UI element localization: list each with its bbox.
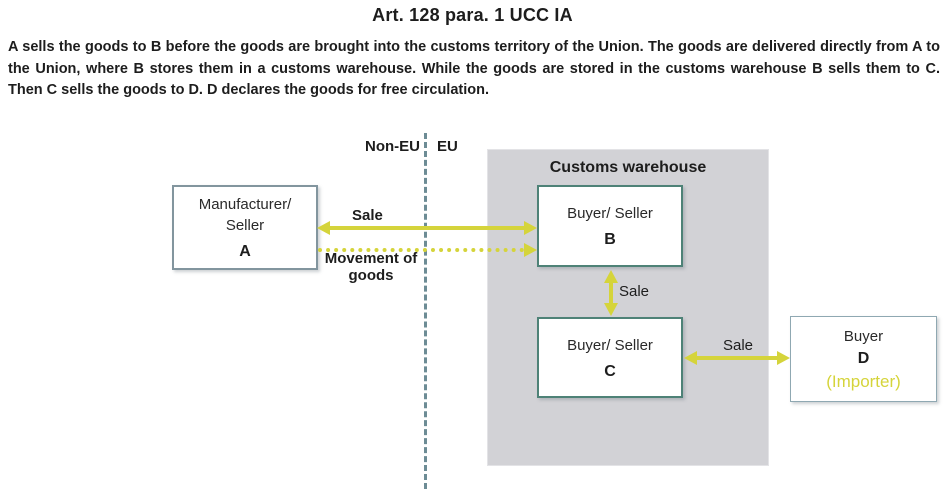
node-d-importer-note: (Importer)	[826, 372, 901, 391]
sale-ab-arrow-shaft	[329, 226, 525, 230]
customs-border-divider	[424, 133, 427, 489]
movement-arrowhead-right-icon	[524, 243, 537, 257]
page-title: Art. 128 para. 1 UCC IA	[372, 5, 573, 25]
sale-cd-arrow-label: Sale	[722, 337, 754, 354]
eu-region-label: EU	[437, 138, 458, 155]
sale-bc-arrowhead-up-icon	[604, 270, 618, 283]
node-d-letter: D	[857, 350, 870, 367]
node-buyer-d: Buyer D (Importer)	[790, 316, 937, 402]
sale-cd-arrowhead-left-icon	[684, 351, 697, 365]
movement-arrow-label: Movement of goods	[324, 250, 418, 284]
sale-bc-arrowhead-down-icon	[604, 303, 618, 316]
node-c-label: Buyer/ Seller	[567, 336, 653, 354]
sale-bc-arrow-shaft	[609, 282, 613, 304]
sale-ab-arrow-label: Sale	[352, 207, 383, 224]
scenario-description: A sells the goods to B before the goods …	[8, 39, 940, 98]
node-buyer-seller-c: Buyer/ Seller C	[537, 317, 683, 398]
node-a-letter: A	[239, 243, 251, 260]
sale-cd-arrowhead-right-icon	[777, 351, 790, 365]
node-d-label: Buyer	[843, 328, 884, 345]
node-b-letter: B	[604, 231, 616, 248]
sale-bc-arrow-label: Sale	[619, 283, 650, 300]
node-c-letter: C	[604, 362, 616, 380]
customs-warehouse-title: Customs warehouse	[549, 159, 707, 176]
node-a-label: Manufacturer/ Seller	[198, 196, 292, 234]
sale-ab-arrowhead-left-icon	[317, 221, 330, 235]
sale-cd-arrow-shaft	[696, 356, 778, 360]
sale-ab-arrowhead-right-icon	[524, 221, 537, 235]
movement-arrow-shaft	[318, 248, 524, 252]
node-manufacturer-seller-a: Manufacturer/ Seller A	[172, 185, 318, 270]
non-eu-region-label: Non-EU	[365, 138, 420, 155]
node-b-label: Buyer/ Seller	[567, 205, 653, 222]
node-buyer-seller-b: Buyer/ Seller B	[537, 185, 683, 267]
